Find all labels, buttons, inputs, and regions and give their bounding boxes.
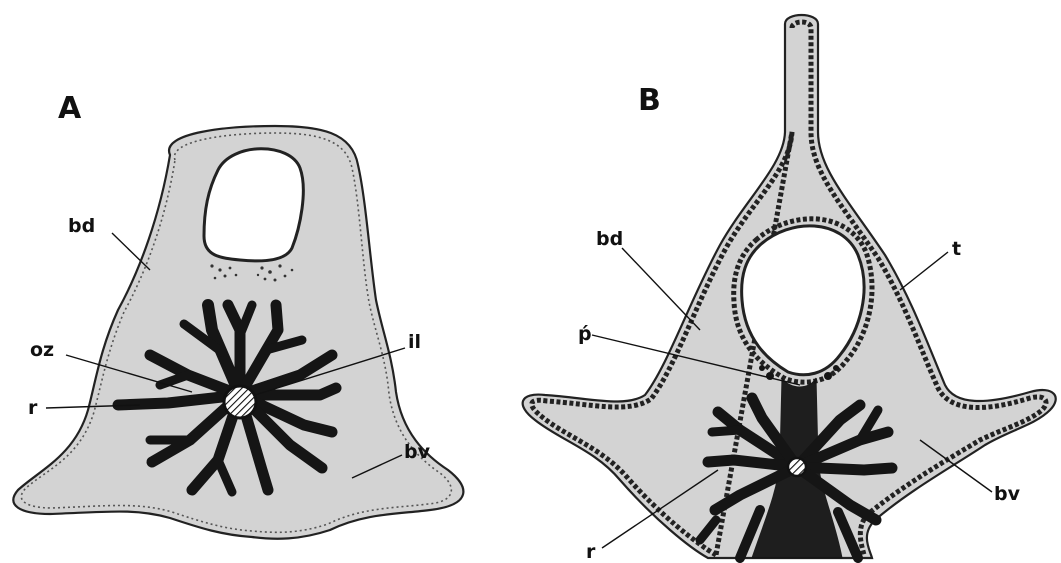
panel-a-label-oz: oz [30, 339, 54, 361]
panel-b-label-bd: bd [596, 228, 623, 250]
panel-a: A [13, 91, 463, 539]
panel-b-label-p: ṕ [578, 323, 592, 345]
panel-b-label-r: r [586, 541, 596, 563]
panel-a-letter: A [58, 91, 82, 126]
panel-b-leader-bd [622, 248, 700, 330]
panel-a-label-il: il [408, 331, 421, 353]
panel-a-label-bv: bv [404, 441, 431, 463]
panel-b-label-bv: bv [994, 483, 1021, 505]
panel-a-lumen [204, 149, 303, 261]
panel-b-leader-t [900, 252, 948, 290]
panel-b-central-canal [788, 458, 806, 476]
panel-b-letter: B [638, 83, 661, 118]
panel-a-label-r: r [28, 397, 38, 419]
panel-a-label-bd: bd [68, 215, 95, 237]
panel-b: B [523, 15, 1056, 563]
panel-b-branch [708, 460, 797, 467]
panel-b-branch [797, 467, 892, 470]
panel-a-central-canal [224, 386, 256, 418]
panel-b-label-t: t [952, 238, 961, 260]
panel-b-branch [712, 430, 740, 432]
